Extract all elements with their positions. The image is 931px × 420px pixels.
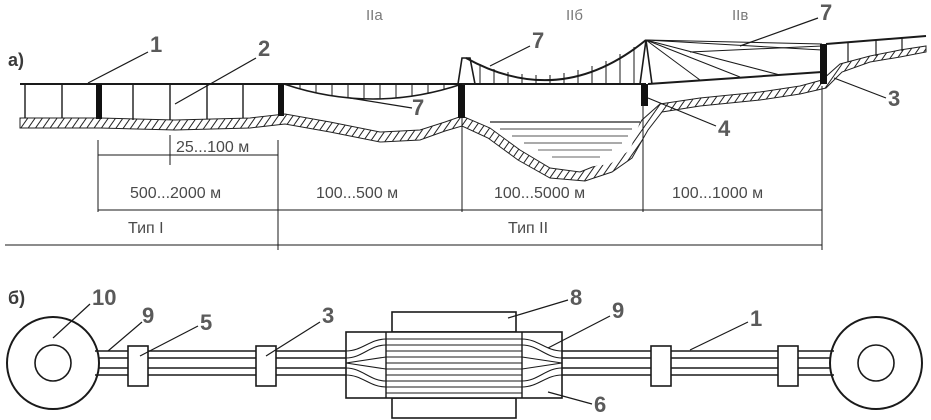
part-b-label: б) xyxy=(8,288,25,308)
support-3 xyxy=(650,345,672,387)
support-2 xyxy=(255,345,277,387)
river xyxy=(490,121,640,168)
ground-surface xyxy=(19,45,927,182)
callout-1: 1 xyxy=(150,32,162,57)
dim-type1-length: 500...2000 м xyxy=(130,185,221,202)
section-IIb-label: IIб xyxy=(566,7,583,24)
span-IIb xyxy=(457,39,653,106)
callout-7-IIv: 7 xyxy=(820,0,832,25)
callout-7-IIa: 7 xyxy=(412,95,424,120)
callouts-b: 10 9 5 3 8 9 1 6 xyxy=(52,285,762,417)
span-IIa xyxy=(283,83,465,118)
profile-view: а) IIа IIб IIв 1 2 7 7 7 3 4 xyxy=(5,0,927,250)
tension-tower xyxy=(96,84,102,119)
dim-IIb: 100...5000 м xyxy=(494,185,585,202)
plan-view: б) xyxy=(6,285,923,419)
callout-1-b: 1 xyxy=(750,306,762,331)
terminal-left xyxy=(6,316,100,410)
callout-5: 5 xyxy=(200,310,212,335)
central-station xyxy=(345,311,563,419)
type-2-label: Тип II xyxy=(508,220,548,237)
terminal-right xyxy=(829,316,923,410)
callout-7-IIb: 7 xyxy=(532,28,544,53)
pier-IIa xyxy=(458,84,465,118)
tower-IIb xyxy=(641,84,648,106)
dimensions xyxy=(5,86,823,250)
support-4 xyxy=(777,345,799,387)
span-IIv xyxy=(645,35,927,85)
callout-9-right: 9 xyxy=(612,298,624,323)
callout-8: 8 xyxy=(570,285,582,310)
track-type-1 xyxy=(20,83,285,120)
callout-3-a: 3 xyxy=(888,86,900,111)
type-1-label: Тип I xyxy=(128,220,164,237)
callout-2: 2 xyxy=(258,36,270,61)
callout-3-b: 3 xyxy=(322,303,334,328)
section-IIa-label: IIа xyxy=(366,7,383,24)
dim-tower-spacing: 25...100 м xyxy=(176,139,249,156)
tower-IIv-end xyxy=(820,44,827,84)
callout-6: 6 xyxy=(594,392,606,417)
anchor-tower xyxy=(278,84,284,116)
support-1 xyxy=(127,345,149,387)
dim-IIv: 100...1000 м xyxy=(672,185,763,202)
callouts-a: 1 2 7 7 7 3 4 xyxy=(87,0,900,141)
part-a-label: а) xyxy=(8,50,24,70)
callout-10: 10 xyxy=(92,285,116,310)
callout-9-left: 9 xyxy=(142,303,154,328)
callout-4: 4 xyxy=(718,116,731,141)
dim-IIa: 100...500 м xyxy=(316,185,398,202)
section-IIv-label: IIв xyxy=(732,7,748,24)
